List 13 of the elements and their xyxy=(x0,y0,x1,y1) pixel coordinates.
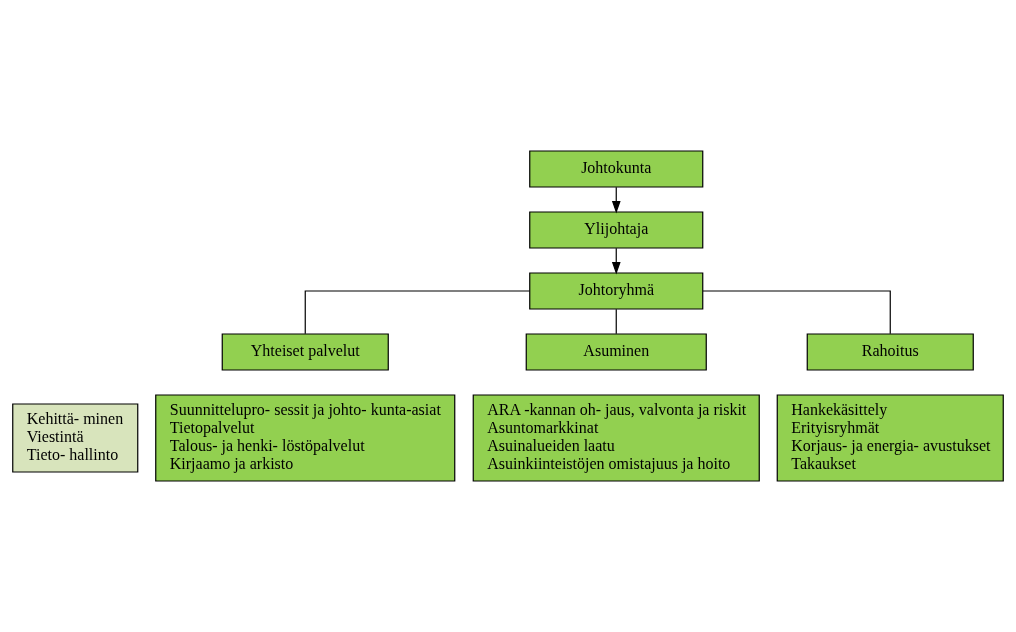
connector xyxy=(702,290,891,335)
node-box: Johtoryhmä xyxy=(529,272,704,310)
node-box: Kehittä- minen Viestintä Tieto- hallinto xyxy=(12,403,139,473)
node-box: Suunnittelupro- sessit ja johto- kunta-asiat Tietopalvelut Talous- ja henki- löstöpalvelut Kirjaamo ja arkisto xyxy=(155,394,456,482)
node-box: Hankekäsittely Erityisryhmät Korjaus- ja energia- avustukset Takaukset xyxy=(776,394,1004,482)
node-box: Yhteiset palvelut xyxy=(221,333,389,371)
node-box: Johtokunta xyxy=(529,150,704,188)
connector xyxy=(615,308,617,335)
node-box: Asuminen xyxy=(525,333,707,371)
node-box: Rahoitus xyxy=(806,333,974,371)
connector xyxy=(304,290,531,335)
node-box: Ylijohtaja xyxy=(529,211,704,249)
node-box: ARA -kannan oh- jaus, valvonta ja riskit Asuntomarkkinat Asuinalueiden laatu Asuinkiinteistöjen omistajuus ja hoito xyxy=(472,394,760,482)
